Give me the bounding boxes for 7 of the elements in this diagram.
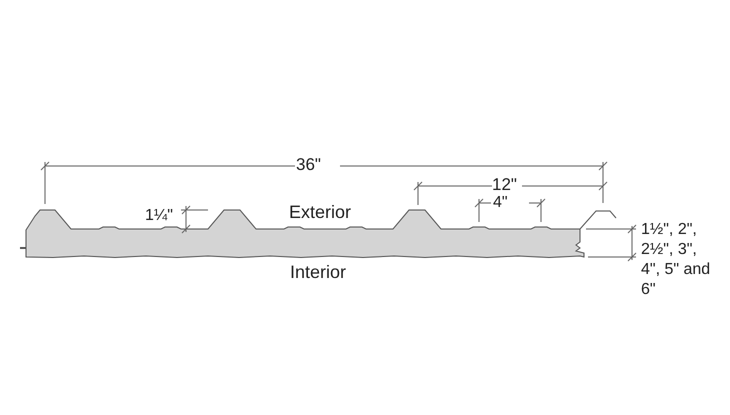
interior-label: Interior — [290, 262, 346, 284]
dimension-label: 4" — [493, 193, 508, 212]
dimension-label: 1¼" — [145, 206, 173, 226]
dimension-label: 12" — [492, 175, 517, 196]
thickness-options-label: 1½", 2", 2½", 3", 4", 5" and 6" — [641, 220, 712, 300]
dimension-label: 36" — [296, 155, 321, 176]
exterior-label: Exterior — [289, 202, 352, 224]
